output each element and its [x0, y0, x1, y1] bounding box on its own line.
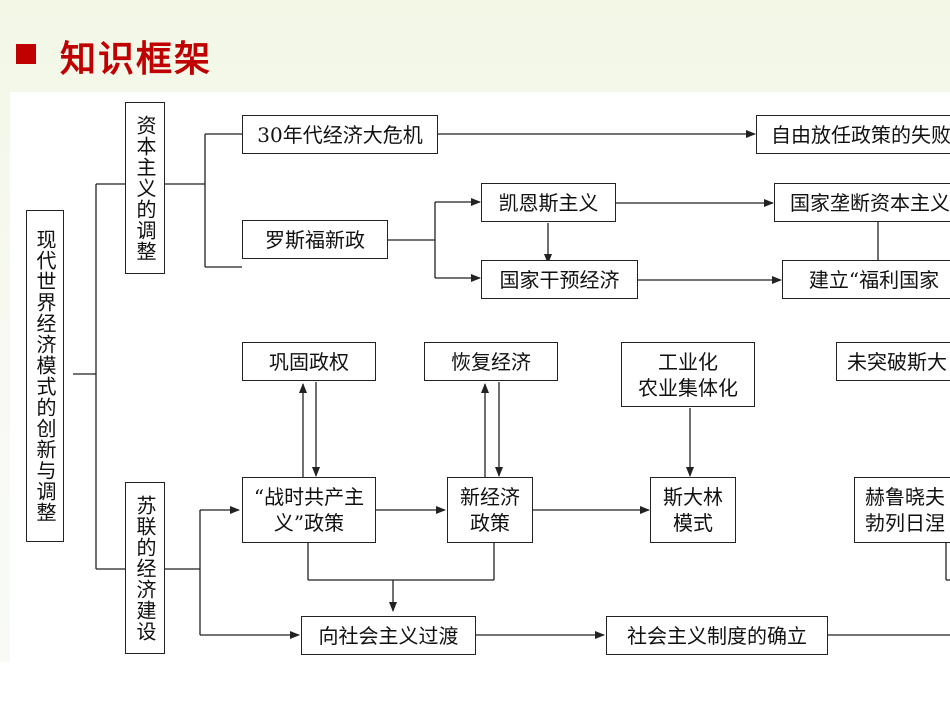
node-industrialization: 工业化 农业集体化 — [621, 342, 755, 407]
slide-footer-area — [0, 662, 950, 713]
node-khrushchev: 赫鲁晓夫 勃列日涅 — [854, 477, 950, 543]
branch-capitalism-node: 资本主义的调整 — [125, 102, 165, 274]
node-state-intervention: 国家干预经济 — [481, 260, 638, 299]
node-break-stalin: 未突破斯大 — [836, 342, 950, 381]
title-bullet-square — [16, 44, 36, 64]
node-1930s-crisis: 30年代经济大危机 — [242, 115, 438, 154]
node-war-communism: “战时共产主 义”政策 — [242, 477, 376, 543]
root-node: 现代世界经济模式的创新与调整 — [26, 210, 64, 542]
node-transition: 向社会主义过渡 — [301, 616, 476, 655]
node-stalin-model: 斯大林 模式 — [650, 477, 736, 543]
branch-soviet-node: 苏联的经济建设 — [125, 482, 165, 654]
diagram-canvas: 现代世界经济模式的创新与调整 资本主义的调整 苏联的经济建设 30年代经济大危机… — [10, 92, 950, 662]
node-restore-economy: 恢复经济 — [424, 342, 558, 381]
node-socialism-established: 社会主义制度的确立 — [606, 616, 828, 655]
node-welfare-state: 建立“福利国家 — [782, 260, 950, 299]
node-new-deal: 罗斯福新政 — [242, 220, 388, 259]
connector-lines — [73, 130, 950, 639]
node-nep: 新经济 政策 — [447, 477, 533, 543]
node-laissez-faire-failure: 自由放任政策的失败 — [756, 115, 950, 154]
node-keynesianism: 凯恩斯主义 — [481, 183, 616, 222]
page-title: 知识框架 — [60, 39, 213, 80]
node-state-monopoly: 国家垄断资本主义 — [774, 183, 950, 222]
node-consolidate-power: 巩固政权 — [242, 342, 376, 381]
